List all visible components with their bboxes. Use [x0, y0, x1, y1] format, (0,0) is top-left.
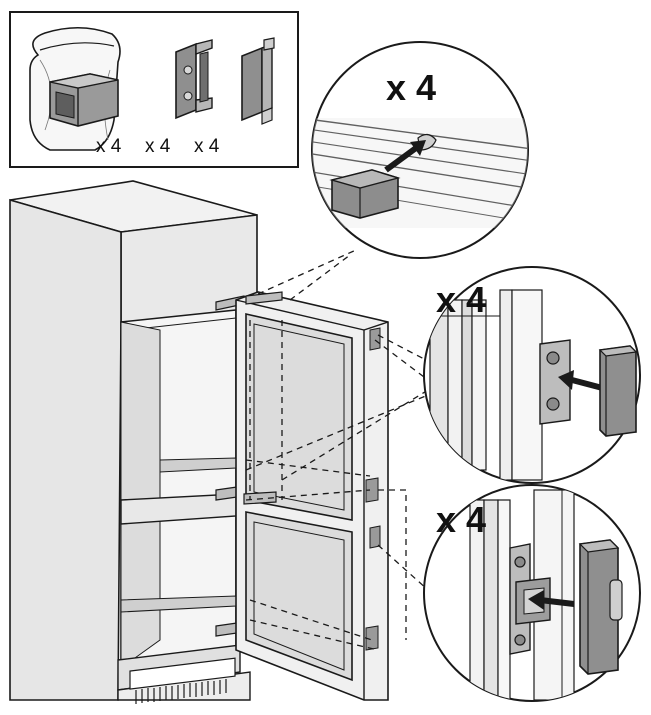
- fridge-cabinet: [9, 180, 258, 704]
- parts-qty-bag: x 4: [96, 136, 122, 157]
- callout-qty-1: x 4: [386, 67, 436, 108]
- callout-door-cover-lower: x 4: [423, 484, 641, 702]
- door-cover-icon: [598, 345, 638, 437]
- door-cover-icon: [578, 539, 623, 675]
- parts-qty-cover: x 4: [194, 136, 220, 157]
- door-cover-icon: [241, 37, 275, 125]
- parts-box: x 4 x 4 x 4: [9, 11, 299, 168]
- callout-qty-3: x 4: [436, 499, 486, 540]
- fridge-door: [235, 291, 389, 701]
- callout-qty-2: x 4: [436, 279, 486, 320]
- callout-hinge-cover: x 4: [311, 41, 529, 259]
- parts-bag-icon: [29, 26, 121, 151]
- mounting-plate-icon: [539, 339, 571, 425]
- hinge-cover-icon: [329, 169, 401, 219]
- door-bracket-icon: [175, 39, 213, 120]
- leader-lines: [245, 249, 429, 651]
- vent-grille: [129, 657, 236, 704]
- insert-arrow-icon: [384, 140, 426, 173]
- parts-qty-bracket: x 4: [145, 136, 171, 157]
- callout-door-cover-upper: x 4: [423, 266, 641, 484]
- insert-arrow-icon: [528, 590, 575, 610]
